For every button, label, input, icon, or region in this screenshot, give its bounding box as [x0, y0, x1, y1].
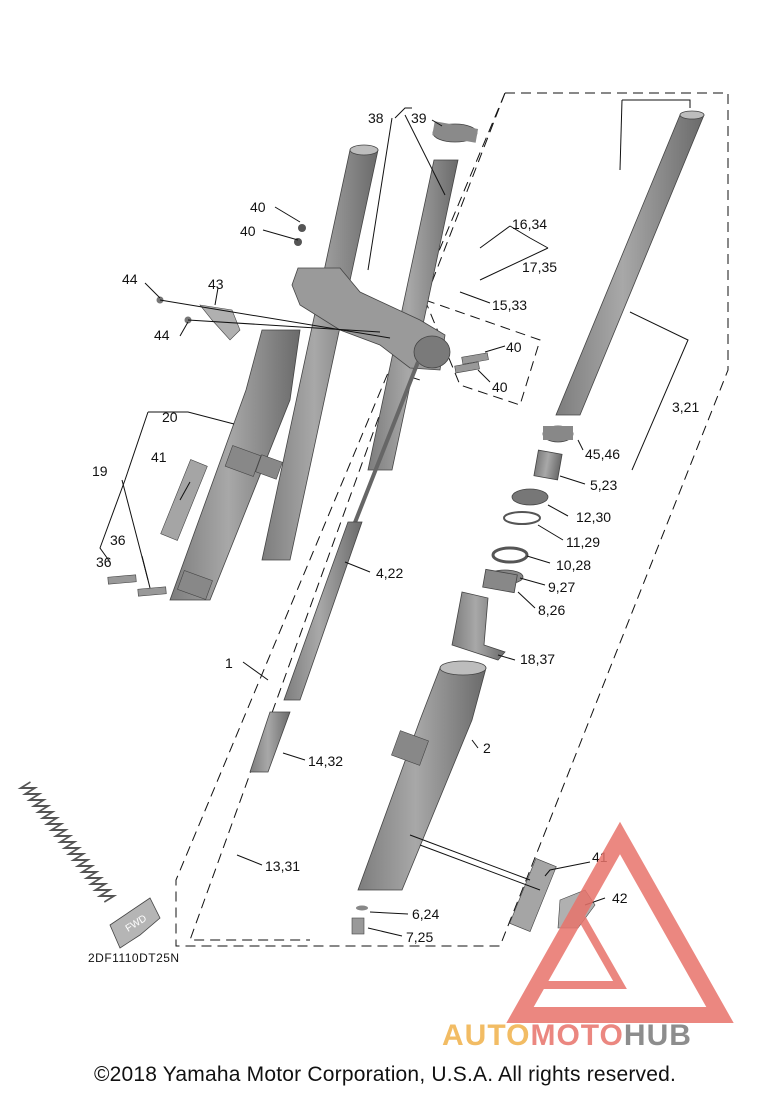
- label-44a: 44: [122, 271, 138, 287]
- bolt-36a: [107, 574, 137, 585]
- washer-10-28: [491, 546, 529, 564]
- guard-41-left: [160, 459, 208, 541]
- bushing-5-23: [533, 449, 563, 481]
- label-39: 39: [411, 110, 427, 126]
- cartridge-4-22: [283, 521, 363, 701]
- seal-12-30: [511, 488, 549, 506]
- label-14-32: 14,32: [308, 753, 343, 769]
- watermark-part3: HUB: [624, 1019, 692, 1052]
- label-2: 2: [483, 740, 491, 756]
- dashed-frame-outer: [175, 92, 729, 947]
- label-38: 38: [368, 110, 384, 126]
- left-fork-assembly: [107, 121, 489, 601]
- label-19: 19: [92, 463, 108, 479]
- bolt-40b: [294, 238, 302, 246]
- washer-6-24: [356, 905, 368, 911]
- label-11-29: 11,29: [566, 534, 600, 550]
- guard-41-right: [509, 858, 557, 932]
- label-36a: 36: [110, 532, 126, 548]
- watermark-part2: MOTO: [530, 1019, 623, 1052]
- guard-18-37: [451, 591, 506, 661]
- watermark-part1: AUTO: [442, 1019, 530, 1052]
- label-16-34: 16,34: [512, 216, 547, 232]
- label-43: 43: [208, 276, 224, 292]
- copyright-notice: ©2018 Yamaha Motor Corporation, U.S.A. A…: [93, 1063, 677, 1086]
- label-45-46: 45,46: [585, 446, 620, 462]
- label-44b: 44: [154, 327, 170, 343]
- bolt-40d: [454, 361, 480, 374]
- label-17-35: 17,35: [522, 259, 557, 275]
- ring-8-26: [482, 568, 518, 594]
- svg-text:AUTOMOTOHUB: AUTOMOTOHUB: [442, 1019, 692, 1052]
- diagram-code: 2DF1110DT25N: [88, 951, 180, 965]
- label-40d: 40: [492, 379, 508, 395]
- automotohub-watermark-logo: AUTOMOTOHUB: [442, 821, 734, 1052]
- label-8-26: 8,26: [538, 602, 565, 618]
- label-9-27: 9,27: [548, 579, 575, 595]
- label-40a: 40: [250, 199, 266, 215]
- inner-tube-38: [367, 159, 459, 471]
- label-42: 42: [612, 890, 628, 906]
- label-41a: 41: [151, 449, 167, 465]
- label-13-31: 13,31: [265, 858, 300, 874]
- spring-13-31: [17, 781, 118, 903]
- bolt-36b: [137, 586, 167, 597]
- bolt-40c: [461, 352, 489, 365]
- label-10-28: 10,28: [556, 557, 591, 573]
- label-40c: 40: [506, 339, 522, 355]
- label-15-33: 15,33: [492, 297, 527, 313]
- label-5-23: 5,23: [590, 477, 617, 493]
- right-fork-parts: [351, 110, 705, 935]
- spacer-14-32: [249, 711, 291, 773]
- label-1: 1: [225, 655, 233, 671]
- clip-11-29: [503, 511, 541, 525]
- inner-tube-left-cap: [349, 144, 379, 156]
- callout-labels: 38 39 40 40 16,34 17,35 15,33 40 40 44 4…: [88, 110, 699, 965]
- label-12-30: 12,30: [576, 509, 611, 525]
- damper-rod: [352, 361, 420, 526]
- bolt-40a: [298, 224, 306, 232]
- label-3-21: 3,21: [672, 399, 699, 415]
- label-6-24: 6,24: [412, 906, 439, 922]
- inner-tube-3-21: [555, 114, 705, 416]
- label-18-37: 18,37: [520, 651, 555, 667]
- cartridge-column: [17, 361, 420, 903]
- triple-clamp: [291, 267, 446, 371]
- label-4-22: 4,22: [376, 565, 403, 581]
- label-20: 20: [162, 409, 178, 425]
- label-40b: 40: [240, 223, 256, 239]
- fwd-arrow-badge: FWD: [109, 897, 161, 949]
- leader-lines: [99, 99, 691, 937]
- label-36b: 36: [96, 554, 112, 570]
- label-7-25: 7,25: [406, 929, 433, 945]
- bolt-7-25: [351, 917, 365, 935]
